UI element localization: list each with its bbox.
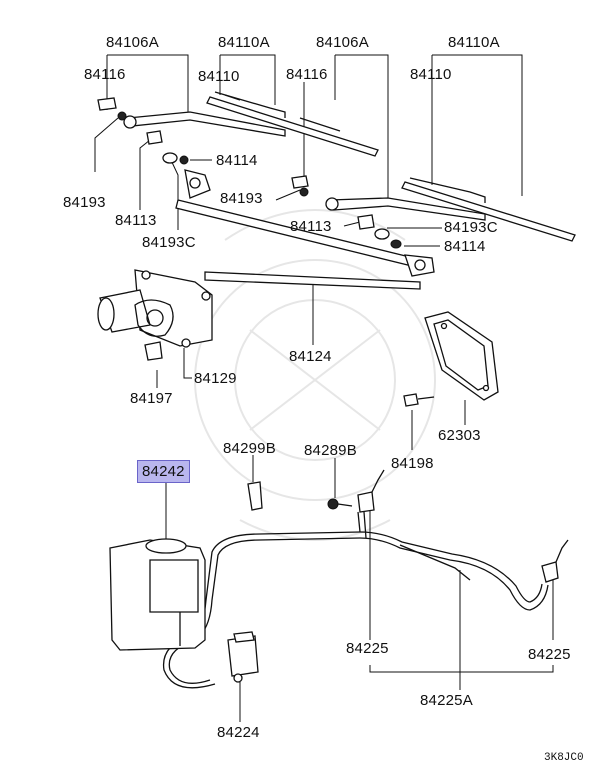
washer-tank [109,538,206,651]
watermark-emblem [194,209,436,541]
label-84116-left: 84116 [84,66,126,83]
label-84129: 84129 [194,370,237,387]
label-84106A-right: 84106A [316,34,369,51]
washer-hoses [162,511,549,689]
label-62303: 62303 [438,427,481,444]
label-84225-left: 84225 [346,640,389,657]
label-84193-right: 84193 [220,190,263,207]
label-84299B: 84299B [223,440,276,457]
label-84197: 84197 [130,390,173,407]
label-84106A-left: 84106A [106,34,159,51]
label-84193C-left: 84193C [142,234,196,251]
label-84224: 84224 [217,724,260,741]
wiper-link-assembly [175,169,435,290]
label-84225A: 84225A [420,692,473,709]
label-84110A-right: 84110A [448,34,500,51]
hose-clips-and-fittings [247,469,569,583]
motor-gasket [424,311,499,401]
wiper-arm-right [325,197,486,221]
label-84114-left: 84114 [216,152,258,169]
mounting-bolt [403,393,435,407]
label-84116-right: 84116 [286,66,328,83]
label-84225-right: 84225 [528,646,571,663]
label-84114-right: 84114 [444,238,486,255]
label-84193C-right: 84193C [444,219,498,236]
wiper-motor [97,269,213,361]
label-84242-highlighted: 84242 [137,460,190,483]
label-84124: 84124 [289,348,332,365]
washer-pump [227,631,259,683]
label-84110A-left: 84110A [218,34,270,51]
wiper-blade-right [401,177,576,242]
wiper-caps-and-nuts [97,97,402,249]
wiper-arm-left [123,111,286,137]
label-84110-left: 84110 [198,68,240,85]
label-84113-right: 84113 [290,218,332,235]
label-84110-right: 84110 [410,66,452,83]
label-84113-left: 84113 [115,212,157,229]
label-84289B: 84289B [304,442,357,459]
wiper-blade-left [206,91,379,157]
diagram-code: 3K8JC0 [544,752,584,764]
label-84193-left: 84193 [63,194,106,211]
label-84198: 84198 [391,455,434,472]
